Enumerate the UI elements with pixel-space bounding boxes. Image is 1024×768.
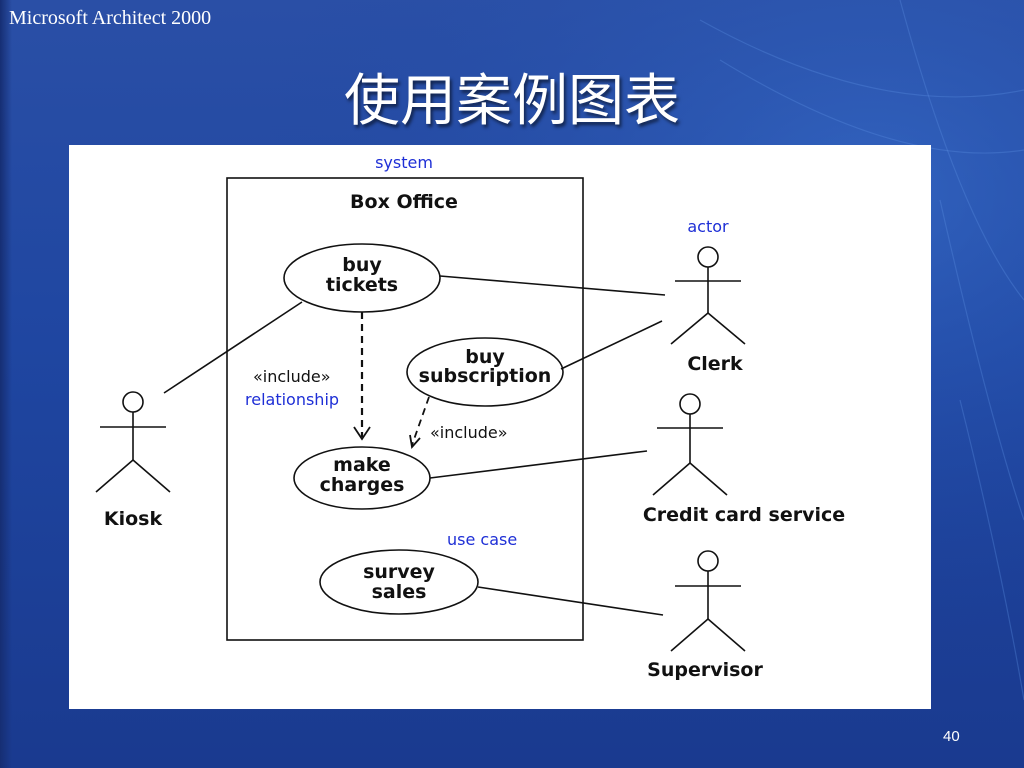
stick-figure-icon bbox=[95, 391, 171, 493]
relationship-annotation: relationship bbox=[245, 390, 339, 409]
slide-title: 使用案例图表 bbox=[344, 69, 680, 134]
page-number: 40 bbox=[943, 728, 960, 745]
actor-supervisor: Supervisor bbox=[647, 550, 763, 681]
association-clerk-buy-subscription bbox=[560, 320, 663, 370]
system-annotation: system bbox=[375, 153, 433, 172]
system-name: Box Office bbox=[350, 191, 458, 213]
include-label: «include» bbox=[253, 367, 331, 386]
association-supervisor-survey-sales bbox=[477, 586, 664, 616]
use-case-label: buy bbox=[465, 346, 505, 368]
actor-name: Clerk bbox=[687, 353, 743, 375]
use-case-buy-subscription: buy subscription bbox=[406, 337, 564, 407]
association-credit-card-make-charges bbox=[429, 450, 648, 479]
use-case-make-charges: make charges bbox=[293, 446, 431, 510]
use-case-annotation: use case bbox=[447, 530, 517, 549]
use-case-diagram: system Box Office buy tickets buy subscr… bbox=[69, 145, 931, 709]
use-case-diagram-canvas: system Box Office buy tickets buy subscr… bbox=[95, 153, 845, 681]
actor-kiosk: Kiosk bbox=[95, 391, 171, 530]
association-clerk-buy-tickets bbox=[439, 275, 666, 296]
use-case-label: sales bbox=[372, 581, 427, 603]
use-case-buy-tickets: buy tickets bbox=[283, 243, 441, 313]
brand-label: Microsoft Architect 2000 bbox=[9, 7, 212, 29]
use-case-label: make bbox=[333, 454, 391, 476]
use-case-label: charges bbox=[320, 474, 405, 496]
actor-name: Credit card service bbox=[643, 504, 845, 526]
actor-clerk: actor Clerk bbox=[670, 217, 746, 375]
stick-figure-icon bbox=[670, 550, 746, 652]
stick-figure-icon bbox=[652, 393, 728, 496]
use-case-label: survey bbox=[363, 561, 435, 583]
actor-name: Kiosk bbox=[104, 508, 163, 530]
actor-credit-card-service: Credit card service bbox=[643, 393, 845, 526]
stick-figure-icon bbox=[670, 246, 746, 345]
use-case-label: buy bbox=[342, 254, 382, 276]
include-arrow-buy-subscription bbox=[409, 396, 430, 450]
include-arrow-buy-tickets bbox=[353, 312, 371, 441]
include-label: «include» bbox=[430, 423, 508, 442]
actor-name: Supervisor bbox=[647, 659, 763, 681]
system-boundary bbox=[226, 177, 584, 641]
use-case-shape bbox=[319, 549, 479, 615]
actor-annotation: actor bbox=[687, 217, 729, 236]
use-case-label: subscription bbox=[419, 365, 552, 387]
use-case-shape bbox=[406, 337, 564, 407]
association-kiosk-buy-tickets bbox=[163, 301, 303, 394]
use-case-label: tickets bbox=[326, 274, 398, 296]
use-case-survey-sales: survey sales bbox=[319, 549, 479, 615]
